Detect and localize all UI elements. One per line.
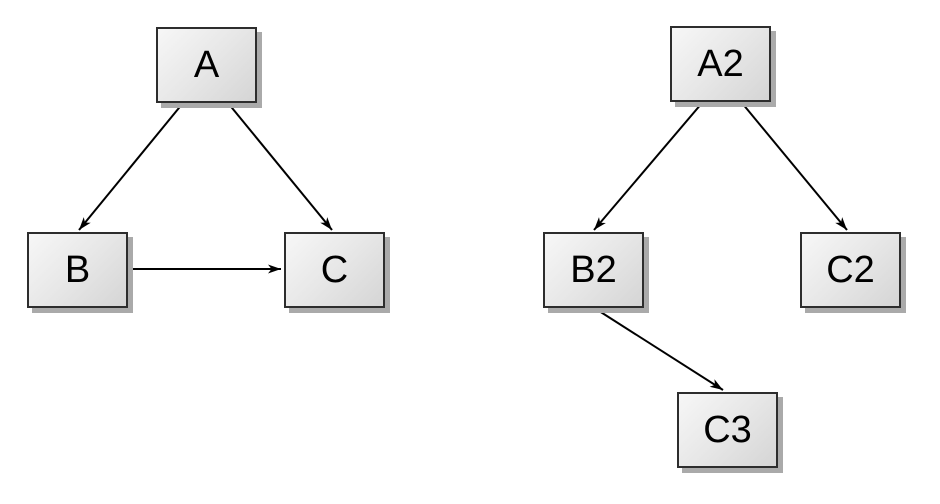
edge-A2-C2 — [741, 102, 848, 231]
node-A-label: A — [193, 44, 220, 86]
node-A2[interactable]: A2 — [670, 26, 771, 102]
node-B2-label: B2 — [570, 249, 617, 291]
node-A2-label: A2 — [697, 43, 744, 85]
node-C2[interactable]: C2 — [800, 232, 901, 308]
edge-A-B — [78, 102, 184, 231]
edge-A-C — [227, 102, 333, 231]
node-A[interactable]: A — [156, 27, 257, 103]
edge-A2-B2 — [593, 102, 703, 231]
edge-B2-C3 — [595, 308, 724, 391]
node-B-label: B — [64, 249, 91, 291]
node-C-label: C — [320, 249, 349, 291]
node-B[interactable]: B — [27, 232, 128, 308]
node-C3-label: C3 — [703, 409, 752, 451]
node-B2[interactable]: B2 — [543, 232, 644, 308]
node-C[interactable]: C — [284, 232, 385, 308]
node-C3[interactable]: C3 — [677, 392, 778, 468]
node-C2-label: C2 — [826, 249, 875, 291]
